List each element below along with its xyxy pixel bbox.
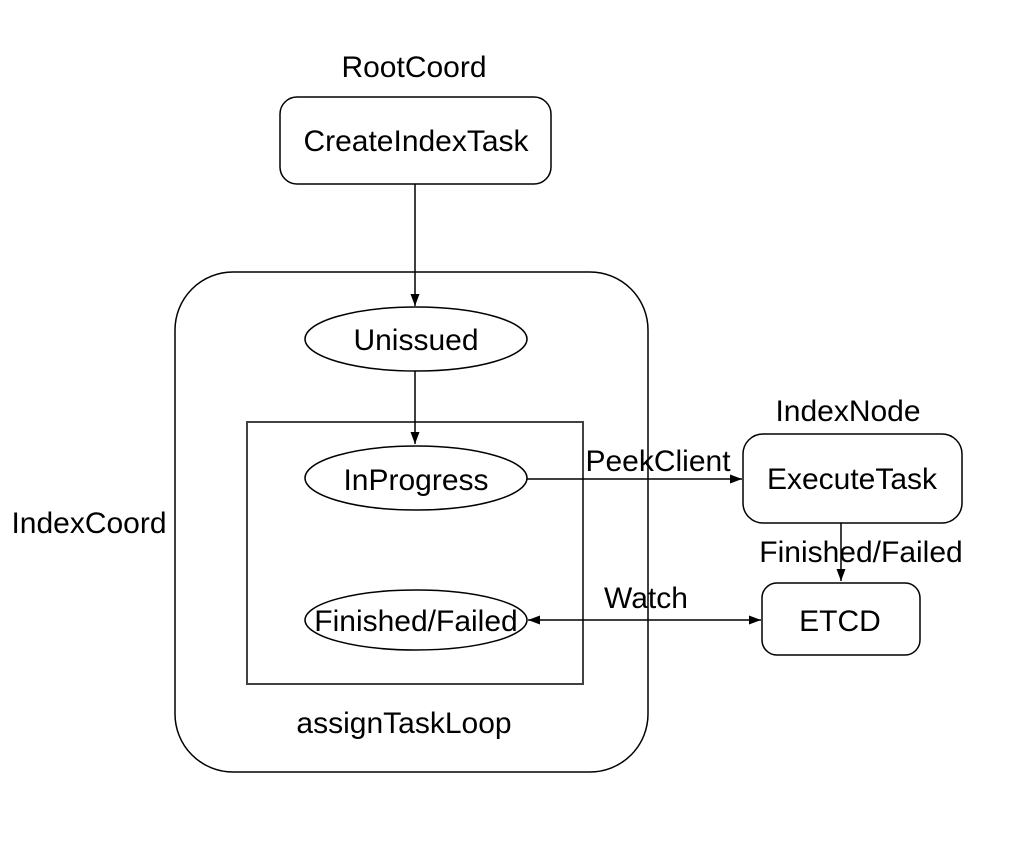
node-execute-task [742, 433, 963, 524]
node-etcd [761, 582, 921, 656]
index-coord-label: IndexCoord [11, 507, 166, 540]
node-etcd-label: ETCD [799, 605, 881, 638]
node-execute-task-label: ExecuteTask [767, 463, 938, 496]
edge-watch-label: Watch [604, 582, 688, 615]
node-finished-failed [304, 589, 528, 651]
index-coord-container [174, 271, 649, 773]
assign-task-loop-label: assignTaskLoop [296, 707, 511, 740]
node-finished-failed-label: Finished/Failed [314, 605, 517, 638]
node-unissued [304, 306, 528, 372]
root-coord-label: RootCoord [341, 51, 486, 84]
edge-peek-client-label: PeekClient [585, 445, 731, 478]
edge-finished-failed-label: Finished/Failed [759, 536, 962, 569]
node-create-index-task-label: CreateIndexTask [303, 125, 529, 158]
node-unissued-label: Unissued [353, 324, 478, 357]
node-in-progress [304, 445, 528, 511]
node-in-progress-label: InProgress [343, 464, 488, 497]
index-node-label: IndexNode [775, 395, 920, 428]
